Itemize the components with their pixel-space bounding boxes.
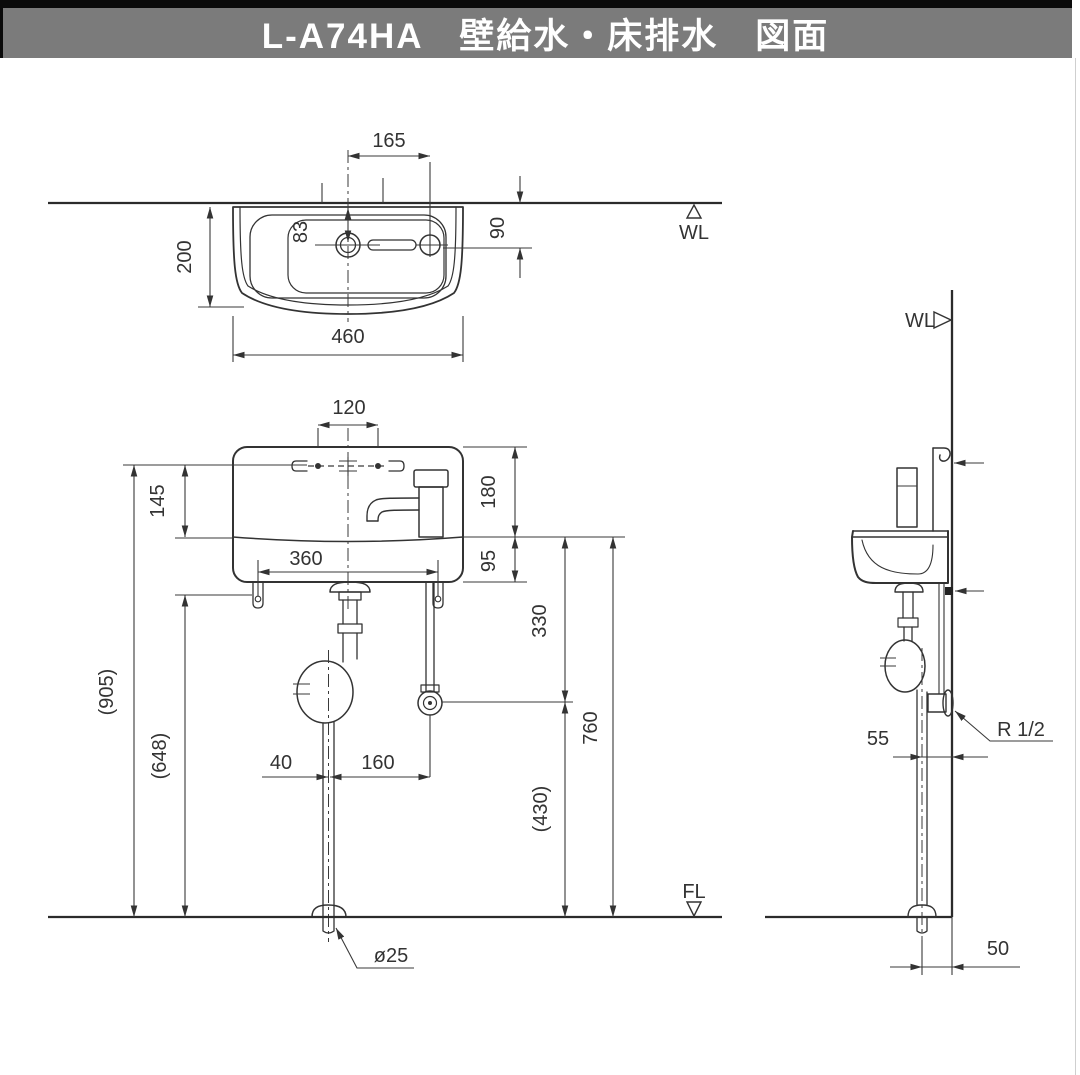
front-drain-trap [293, 581, 371, 942]
page-right-border [1075, 58, 1076, 1075]
plan-dim-200-label: 200 [174, 240, 196, 273]
front-hanger-brackets [252, 581, 444, 609]
front-dim-760-label: 760 [580, 711, 602, 744]
side-mount-bolt [945, 587, 953, 595]
side-view: WL [765, 290, 1053, 975]
front-dim-180-label: 180 [478, 475, 500, 508]
front-floor-flange [311, 904, 347, 918]
front-p-trap-loop [296, 660, 354, 724]
front-fl-label: FL [682, 881, 705, 903]
front-dim-120-label: 120 [332, 397, 365, 419]
page-title: L-A74HA 壁給水・床排水 図面 [261, 16, 830, 56]
side-wl-label: WL [905, 310, 935, 332]
front-drain-diameter-label: ø25 [374, 945, 408, 967]
side-faucet [896, 467, 918, 528]
plan-view: WL 165 83 90 200 [48, 130, 722, 362]
side-drain-trap [880, 582, 937, 940]
plan-supply-ticks [321, 178, 384, 203]
side-dim-55-label: 55 [867, 728, 889, 750]
plan-dim-165-label: 165 [372, 130, 405, 152]
front-dim-40-label: 40 [270, 752, 292, 774]
plan-dimensions: 165 83 90 200 460 [174, 130, 532, 362]
front-dim-160-label: 160 [361, 752, 394, 774]
plan-overflow-slot [367, 239, 417, 251]
front-drain-leader [335, 927, 414, 969]
front-body [232, 428, 464, 612]
front-fl-marker-icon [685, 901, 703, 918]
plan-wl-marker-icon [685, 203, 703, 219]
front-dim-648-label: (648) [149, 733, 171, 780]
front-dim-430-label: (430) [530, 786, 552, 833]
side-supply-thread-label: R 1/2 [997, 719, 1045, 741]
front-view: FL 120 145 (905) (648) [48, 397, 722, 969]
side-sink-profile [851, 447, 984, 595]
front-dim-360-label: 360 [289, 548, 322, 570]
front-dim-95-label: 95 [478, 550, 500, 572]
plan-dim-460-label: 460 [331, 326, 364, 348]
front-dim-905-label: (905) [96, 669, 118, 716]
title-bar: L-A74HA 壁給水・床排水 図面 [0, 0, 1072, 58]
front-dim-145-label: 145 [147, 484, 169, 517]
front-faucet [366, 469, 449, 538]
front-dimensions: 120 145 (905) (648) 180 95 [96, 397, 625, 969]
plan-dim-83-label: 83 [290, 221, 312, 243]
plan-dim-90-label: 90 [487, 217, 509, 239]
side-dim-50-label: 50 [987, 938, 1009, 960]
side-supply-leader [954, 710, 1053, 742]
side-dimensions: 55 50 [867, 728, 1020, 975]
plan-bowl-inner-outline [287, 219, 445, 294]
side-supply-connection: R 1/2 [927, 582, 1053, 742]
plan-wl-label: WL [679, 222, 709, 244]
side-wl-marker-icon [933, 310, 953, 330]
front-dim-330-label: 330 [529, 604, 551, 637]
